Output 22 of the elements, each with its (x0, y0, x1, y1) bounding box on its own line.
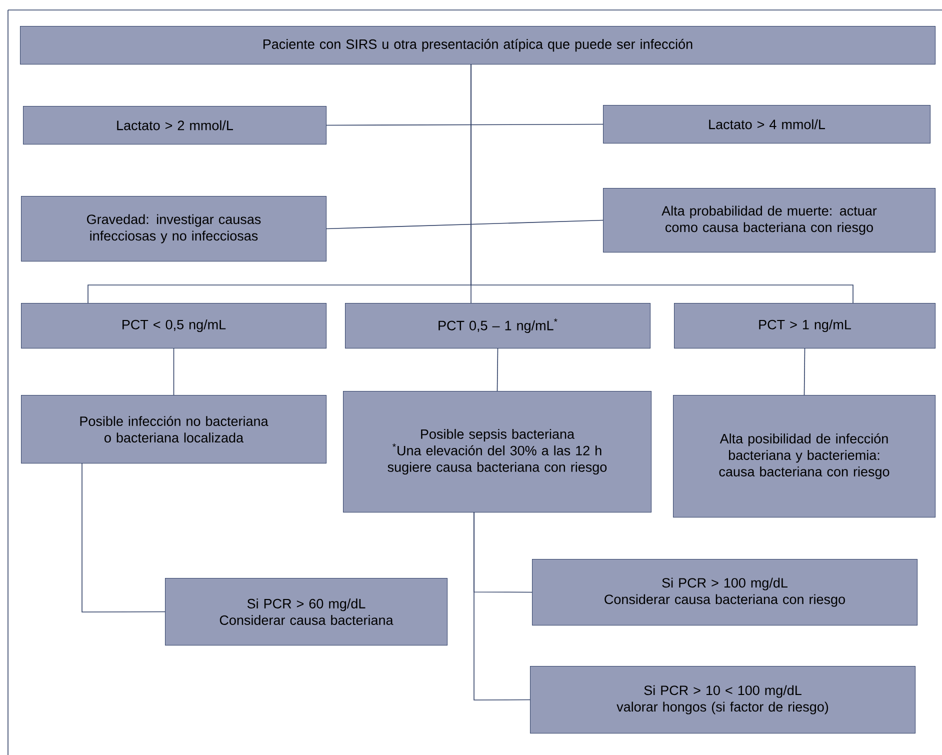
process-box: Si PCR > 10 < 100 mg/dL valorar hongos (si factor de riesgo) (530, 666, 916, 734)
process-box: PCT 0,5 – 1 ng/mL$^{*}$ (345, 303, 650, 348)
process-box: Alta probabilidad de muerte: actuar como causa bacteriana con riesgo (603, 188, 936, 252)
connector-line (326, 124, 604, 126)
connector-line (804, 348, 806, 396)
process-box: Posible sepsis bacteriana $^{*}$Una elevación del 30% a las 12 h sugiere causa bacteriana con riesgo (343, 391, 652, 512)
connector-line (496, 348, 498, 392)
process-box: Lactato > 2 mmol/L (23, 106, 326, 144)
connector-line (82, 463, 166, 612)
process-box: PCT < 0,5 ng/mL (21, 303, 326, 348)
connector-line (474, 512, 530, 700)
process-box: Gravedad: investigar causas infecciosas y no infecciosas (21, 196, 326, 262)
connector-line (173, 348, 174, 396)
process-box: Lactato > 4 mmol/L (603, 105, 930, 144)
process-box: Paciente con SIRS u otra presentación atípica que puede ser infección (20, 26, 936, 64)
process-box: PCT > 1 ng/mL (674, 303, 936, 348)
connector-line (470, 64, 854, 304)
process-box: Posible infección no bacteriana o bacteriana localizada (21, 395, 326, 464)
process-box: Alta posibilidad de infección bacteriana y bacteriemia: causa bacteriana con riesgo (673, 395, 936, 518)
connector-line (326, 220, 604, 230)
process-box: Si PCR > 100 mg/dL Considerar causa bacteriana con riesgo (532, 559, 918, 626)
process-box: Si PCR > 60 mg/dL Considerar causa bacteriana (165, 578, 448, 646)
